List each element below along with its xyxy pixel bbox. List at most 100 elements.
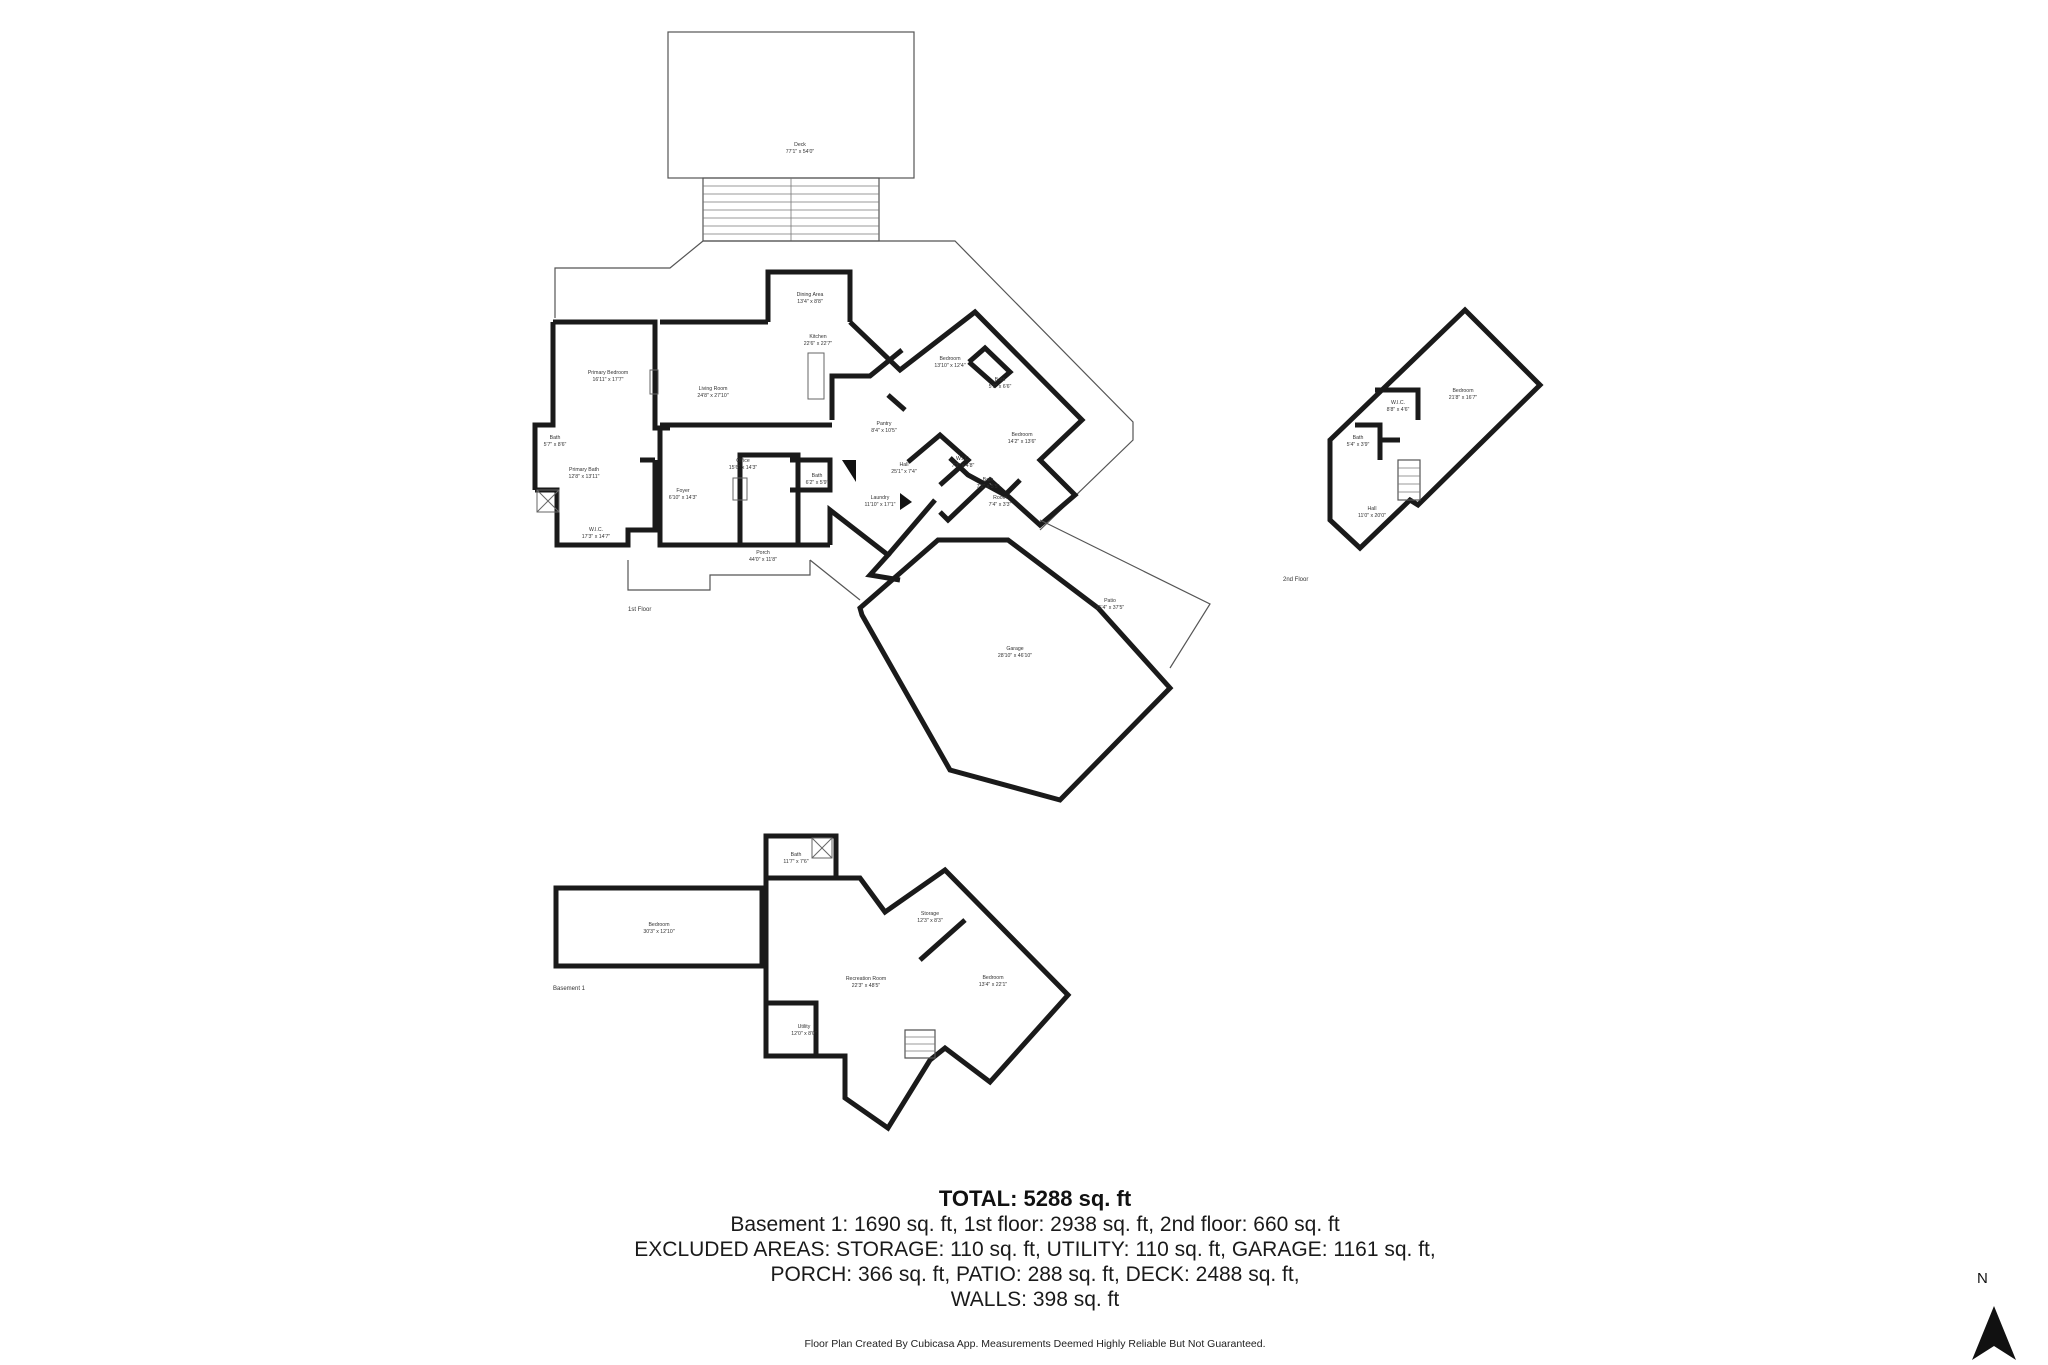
svg-text:Garage: Garage [1006,646,1023,652]
svg-text:7'4" x 3'3": 7'4" x 3'3" [989,502,1012,508]
svg-text:12'3" x 8'3": 12'3" x 8'3" [917,918,943,924]
second-floor-stairs [1397,459,1421,501]
porch-outline [627,560,811,591]
svg-text:Bath: Bath [983,477,994,483]
deck-stairs [702,177,880,242]
primary-bath-label: Primary Bath 12'8" x 13'11" [569,467,600,480]
basement-shower-icon [811,837,833,859]
svg-text:Foyer: Foyer [676,488,690,494]
excluded-areas-line-1: EXCLUDED AREAS: STORAGE: 110 sq. ft, UTI… [634,1238,1436,1261]
svg-text:Living Room: Living Room [699,386,728,392]
svg-text:11'10" x 17'1": 11'10" x 17'1" [865,502,896,508]
svg-text:Bath: Bath [550,435,561,441]
porch-label: Porch 44'0" x 11'8" [749,550,777,563]
bath-label-1: Bath 5'1" x 6'6" [989,377,1012,390]
svg-text:11'7" x 7'6": 11'7" x 7'6" [783,859,808,865]
svg-text:Bedroom: Bedroom [1011,432,1032,438]
svg-text:Hall: Hall [900,462,909,468]
bath-label-4: Bath 7'1" x 5'5" [977,477,1000,490]
svg-text:5'1" x 6'6": 5'1" x 6'6" [989,384,1012,390]
second-floor-plan: Bedroom 21'8" x 16'7" W.I.C. 8'8" x 4'6"… [1283,306,1544,583]
north-arrow-icon [1972,1306,2016,1360]
svg-text:13'4" x 8'8": 13'4" x 8'8" [797,299,823,305]
wic-label-1: W.I.C. 7'3" x 4'8" [952,456,975,469]
living-room-label: Living Room 24'8" x 27'10" [697,386,728,399]
svg-text:15'4" x 37'5": 15'4" x 37'5" [1096,605,1125,611]
deck-label: Deck 77'1" x 54'0" [786,142,815,155]
area-summary: TOTAL: 5288 sq. ft Basement 1: 1690 sq. … [520,1185,1550,1312]
fireplace-icon [649,369,659,395]
svg-text:Bedroom: Bedroom [939,356,960,362]
second-floor-walls [1327,306,1544,552]
basement-floor-label: Basement 1 [553,986,586,992]
svg-text:6'10" x 14'3": 6'10" x 14'3" [669,495,698,501]
svg-text:7'3" x 4'8": 7'3" x 4'8" [952,463,975,469]
svg-text:24'8" x 27'10": 24'8" x 27'10" [697,393,728,399]
basement-main-walls [763,833,1072,1132]
wic-label-2: W.I.C. 17'3" x 14'7" [582,527,611,540]
svg-text:Primary Bedroom: Primary Bedroom [588,370,628,376]
basement-plan: Bath 11'7" x 7'6" Bedroom 30'3" x 12'10"… [553,833,1072,1132]
utility-label: Utility 12'0" x 8'0" [791,1024,817,1037]
main-house-walls [532,269,1086,583]
first-floor-plan: Deck 77'1" x 54'0" Dining Area 13'4" x 8… [532,31,1211,803]
svg-text:8'8" x 4'6": 8'8" x 4'6" [1387,407,1410,413]
pantry-label: Pantry 8'4" x 10'5" [871,421,897,434]
kitchen-island-icon [807,352,825,400]
first-floor-label: 1st Floor [628,607,651,613]
second-bath-label: Bath 5'4" x 3'9" [1347,435,1370,448]
deck-outline [667,31,915,179]
second-wic-label: W.I.C. 8'8" x 4'6" [1387,400,1410,413]
svg-text:12'0" x 8'0": 12'0" x 8'0" [791,1031,817,1037]
svg-text:Bedroom: Bedroom [982,975,1003,981]
svg-text:25'1" x 7'4": 25'1" x 7'4" [891,469,917,475]
svg-text:13'4" x 22'1": 13'4" x 22'1" [979,982,1008,988]
svg-text:21'8" x 16'7": 21'8" x 16'7" [1449,395,1478,401]
svg-text:44'0" x 11'8": 44'0" x 11'8" [749,557,777,563]
bath-label-2: Bath 5'7" x 8'6" [544,435,567,448]
svg-text:5'7" x 8'6": 5'7" x 8'6" [544,442,567,448]
svg-text:30'3" x 12'10": 30'3" x 12'10" [643,929,674,935]
north-label: N [1977,1270,1988,1287]
svg-text:Storage: Storage [921,911,939,917]
walls-area-line: WALLS: 398 sq. ft [950,1288,1120,1311]
primary-bedroom-label: Primary Bedroom 16'11" x 17'7" [588,370,628,383]
svg-text:Recreation Room: Recreation Room [846,976,886,982]
kitchen-label: Kitchen 22'6" x 22'7" [804,334,833,347]
svg-text:Office: Office [736,458,750,464]
svg-text:W.I.C.: W.I.C. [956,456,970,462]
bath-label-3: Bath 6'2" x 5'9" [806,473,829,486]
svg-text:W.I.C.: W.I.C. [1391,400,1405,406]
floor-areas-line: Basement 1: 1690 sq. ft, 1st floor: 2938… [730,1213,1340,1236]
svg-text:Pantry: Pantry [877,421,892,427]
patio-label: Patio 15'4" x 37'5" [1096,598,1125,611]
office-label: Office 15'6" x 14'3" [729,458,758,471]
svg-text:Utility: Utility [798,1024,811,1030]
garage-walls [857,537,1174,803]
svg-text:77'1" x 54'0": 77'1" x 54'0" [786,149,815,155]
garage-label: Garage 28'10" x 46'10" [998,646,1032,659]
credit-note: Floor Plan Created By Cubicasa App. Meas… [804,1338,1266,1350]
bedroom-label-2: Bedroom 14'2" x 13'6" [1008,432,1037,445]
svg-text:Deck: Deck [794,142,806,148]
svg-text:Patio: Patio [1104,598,1116,604]
basement-bedroom-label-2: Bedroom 13'4" x 22'1" [979,975,1008,988]
svg-text:W.I.C.: W.I.C. [589,527,603,533]
svg-text:Room: Room [993,495,1007,501]
recreation-room-label: Recreation Room 22'3" x 48'5" [846,976,886,989]
basement-stairs [904,1029,936,1059]
second-floor-label: 2nd Floor [1283,577,1308,583]
svg-text:13'10" x 12'4": 13'10" x 12'4" [934,363,965,369]
dining-area-label: Dining Area 13'4" x 8'8" [797,292,824,305]
svg-text:Bath: Bath [1353,435,1364,441]
svg-text:Bath: Bath [995,377,1006,383]
primary-bath-shower-icon [536,489,560,513]
hall-label: Hall 25'1" x 7'4" [891,462,917,475]
basement-bath-label: Bath 11'7" x 7'6" [783,852,808,865]
svg-text:11'0" x 20'0": 11'0" x 20'0" [1358,513,1386,519]
svg-text:Laundry: Laundry [871,495,890,501]
svg-text:Porch: Porch [756,550,770,556]
svg-text:Kitchen: Kitchen [809,334,826,340]
svg-text:7'1" x 5'5": 7'1" x 5'5" [977,484,1000,490]
